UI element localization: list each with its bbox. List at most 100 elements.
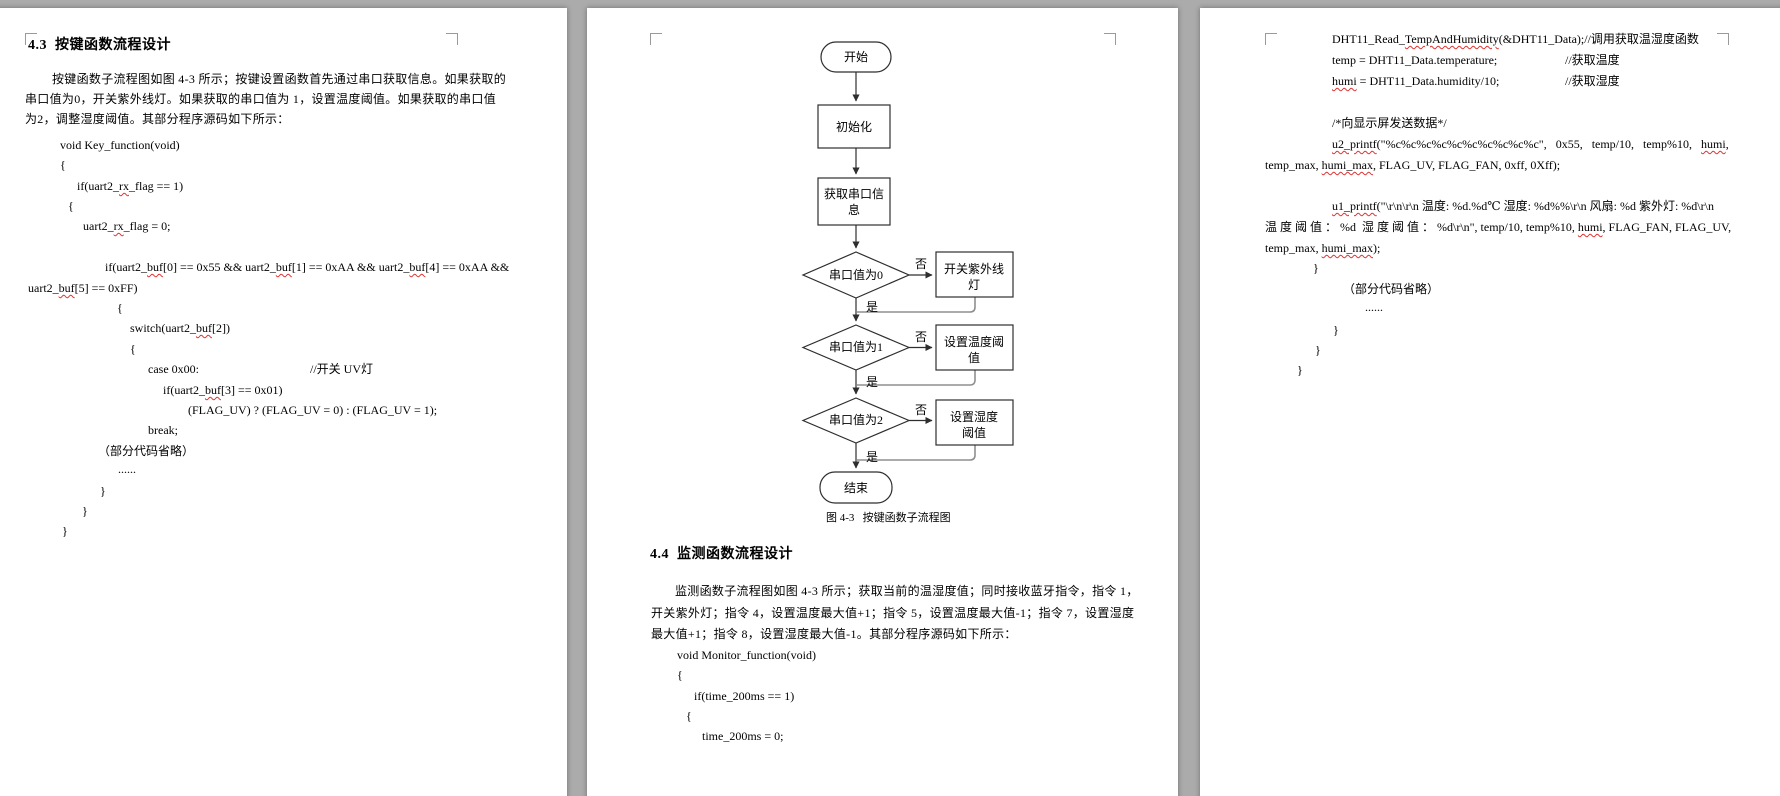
spellcheck-squiggle: buf — [195, 321, 212, 335]
spellcheck-squiggle: humi_max — [1321, 241, 1373, 255]
text-line: 监测函数子流程图如图 4-3 所示；获取当前的温湿度值；同时接收蓝牙指令，指令 … — [675, 584, 1139, 598]
text-line: 最大值+1；指令 8，设置湿度最大值-1。其部分程序源码如下所示： — [651, 627, 1017, 641]
spellcheck-squiggle: rx — [113, 219, 124, 233]
text-boundary-mark — [25, 33, 37, 45]
text-line: DHT11_Read_TempAndHumidity(&DHT11_Data);… — [1332, 32, 1699, 46]
flow-node-get-serial-label: 获取串口信 — [824, 187, 884, 201]
flow-node-init-label: 初始化 — [836, 120, 872, 134]
text-line: { — [117, 301, 123, 315]
flow-label-yes: 是 — [866, 375, 878, 389]
flow-elbow-connector-3 — [857, 445, 976, 461]
text-line: 串口值为0，开关紫外线灯。如果获取的串口值为 1，设置温度阈值。如果获取的串口值 — [25, 92, 497, 106]
flow-label-no: 否 — [915, 257, 927, 271]
spellcheck-squiggle: u1_printf — [1332, 199, 1377, 213]
text-line: ...... — [1365, 300, 1383, 314]
flow-node-temp-threshold-label: 值 — [968, 350, 980, 365]
text-line: temp = DHT11_Data.temperature; — [1332, 53, 1498, 67]
text-line: void Monitor_function(void) — [677, 648, 816, 662]
text-line: /*向显示屏发送数据*/ — [1332, 116, 1447, 130]
text-line: if(uart2_buf[0] == 0x55 && uart2_buf[1] … — [105, 260, 510, 274]
flow-label-no: 否 — [915, 330, 927, 344]
code-comment: //开关 UV灯 — [310, 362, 374, 376]
spellcheck-squiggle: humi — [1701, 137, 1726, 151]
flow-node-temp-threshold-label: 设置温度阈 — [944, 334, 1004, 349]
spellcheck-squiggle: buf — [58, 281, 75, 295]
flow-node-get-serial-label: 息 — [848, 202, 860, 217]
code-comment: //获取温度 — [1565, 53, 1620, 67]
text-line: temp_max, humi_max, FLAG_UV, FLAG_FAN, 0… — [1265, 158, 1561, 172]
text-line: (FLAG_UV) ? (FLAG_UV = 0) : (FLAG_UV = 1… — [188, 403, 438, 417]
flow-node-humi-threshold-label: 阈值 — [962, 425, 986, 440]
text-boundary-mark — [1104, 33, 1116, 45]
spellcheck-squiggle: buf — [146, 260, 163, 274]
text-line: if(time_200ms == 1) — [694, 689, 795, 703]
flow-decision-serial-1-label: 串口值为1 — [829, 339, 883, 354]
flow-node-end — [819, 471, 893, 504]
flow-decision-serial-1 — [801, 324, 911, 371]
flow-decision-serial-2-label: 串口值为2 — [829, 412, 883, 427]
text-line: （部分代码省略） — [98, 444, 195, 458]
text-line: break; — [148, 423, 178, 437]
text-line: if(uart2_buf[3] == 0x01) — [163, 383, 283, 397]
spellcheck-squiggle: buf — [409, 260, 426, 274]
text-line: time_200ms = 0; — [702, 729, 784, 743]
text-line: u1_printf("\r\n\r\n 温度: %d.%d℃ 湿度: %d%%\… — [1332, 199, 1714, 213]
text-line: case 0x00: — [148, 362, 199, 376]
text-line: { — [68, 199, 74, 213]
flow-node-uv-light-label: 灯 — [968, 278, 980, 292]
flow-node-start — [820, 41, 892, 73]
text-line: 为2，调整湿度阈值。其部分程序源码如下所示： — [25, 112, 290, 126]
section-heading-4-4: 4.4 监测函数流程设计 — [650, 547, 793, 562]
flow-label-no: 否 — [915, 403, 927, 417]
text-line: { — [686, 709, 692, 723]
spellcheck-squiggle: buf — [204, 383, 221, 397]
code-comment: //获取湿度 — [1565, 74, 1620, 88]
flow-decision-serial-0 — [801, 251, 911, 299]
flow-node-temp-threshold — [935, 324, 1014, 371]
text-line: （部分代码省略） — [1343, 282, 1440, 296]
spellcheck-squiggle: u2_printf — [1332, 137, 1377, 151]
spellcheck-squiggle: humi_max — [1321, 158, 1373, 172]
text-line: void Key_function(void) — [60, 138, 180, 152]
flow-elbow-connector-1 — [857, 297, 976, 313]
figure-caption: 图 4-3 按键函数子流程图 — [826, 512, 951, 524]
flow-node-start-label: 开始 — [844, 50, 868, 64]
flow-node-uv-light-label: 开关紫外线 — [944, 262, 1004, 276]
text-line: humi = DHT11_Data.humidity/10; — [1332, 74, 1500, 88]
flow-decision-serial-2 — [801, 397, 911, 444]
text-line: } — [1313, 261, 1319, 275]
spellcheck-squiggle: TempAndHumidity — [1404, 32, 1499, 46]
flow-node-init — [817, 104, 891, 149]
document-page-1[interactable] — [0, 8, 567, 796]
spellcheck-squiggle: rx — [118, 179, 129, 193]
text-line: 开关紫外灯；指令 4，设置温度最大值+1；指令 5，设置温度最大值-1；指令 7… — [651, 606, 1135, 620]
text-line: } — [62, 524, 68, 538]
text-line: temp_max, humi_max); — [1265, 241, 1381, 255]
text-line: uart2_rx_flag = 0; — [83, 219, 171, 233]
spellcheck-squiggle: humi — [1332, 74, 1357, 88]
flow-node-get-serial — [817, 177, 891, 226]
text-line: 按键函数子流程图如图 4-3 所示；按键设置函数首先通过串口获取信息。如果获取的 — [52, 72, 506, 86]
text-line: } — [82, 504, 88, 518]
flowchart-figure[interactable]: 开始 初始化 获取串口信 息 串口值为0 否 是 开关紫外线 灯 串口值为1 否… — [780, 35, 1030, 513]
flow-label-yes: 是 — [866, 300, 878, 314]
spellcheck-squiggle: humi — [1577, 220, 1603, 234]
flow-elbow-connector-2 — [857, 370, 976, 386]
text-line: } — [1315, 343, 1321, 357]
text-line: { — [60, 158, 66, 172]
text-boundary-mark — [1717, 33, 1729, 45]
text-line: uart2_buf[5] == 0xFF) — [28, 281, 138, 295]
flow-node-humi-threshold — [935, 399, 1014, 446]
flow-decision-serial-0-label: 串口值为0 — [829, 267, 883, 282]
section-heading-4-3: 4.3 按键函数流程设计 — [28, 38, 171, 53]
flow-node-humi-threshold-label: 设置湿度 — [950, 409, 998, 424]
text-line: ...... — [118, 462, 136, 476]
flow-node-uv-light — [935, 251, 1014, 298]
document-page-3[interactable] — [1200, 8, 1780, 796]
text-boundary-mark — [1265, 33, 1277, 45]
text-line: } — [1333, 323, 1339, 337]
text-boundary-mark — [446, 33, 458, 45]
text-line: u2_printf("%c%c%c%c%c%c%c%c%c%c", 0x55, … — [1332, 137, 1729, 151]
text-line: switch(uart2_buf[2]) — [130, 321, 230, 335]
flow-node-end-label: 结束 — [844, 481, 868, 495]
